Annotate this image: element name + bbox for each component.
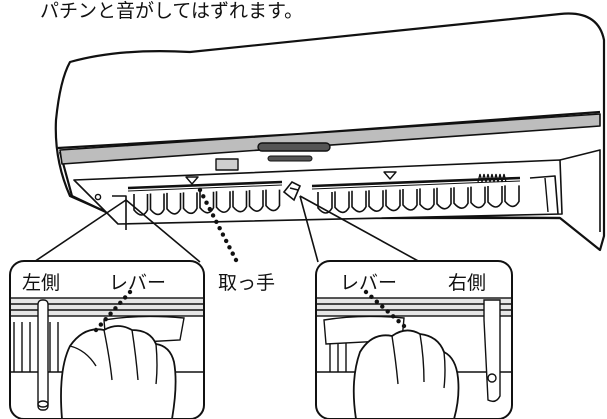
leader-dot — [118, 300, 123, 306]
lever-label-left: レバー — [109, 272, 166, 294]
leader-dot — [93, 327, 99, 333]
louver-cell — [470, 186, 486, 209]
louver-cell — [334, 191, 350, 214]
leader-dot — [363, 289, 369, 295]
louver-cell — [166, 192, 182, 215]
leader-dot — [210, 213, 216, 218]
leader-dot — [396, 318, 401, 324]
louver-cell — [215, 191, 231, 214]
louver-cell — [504, 185, 520, 208]
filter-louvers — [133, 185, 520, 216]
leader-dot — [122, 295, 128, 300]
louver-cell — [182, 192, 198, 215]
leader-dot — [204, 200, 209, 205]
louver-cell — [248, 190, 264, 212]
lever-label-right: レバー — [340, 272, 397, 294]
left-side-label: 左側 — [22, 272, 60, 294]
leader-dot — [390, 314, 396, 319]
spring-coil-icon — [477, 173, 507, 183]
louver-cell — [419, 188, 435, 211]
leader-dot — [385, 309, 390, 314]
handle-leader-dots — [197, 187, 239, 263]
lever-leader-dots-left — [93, 289, 133, 333]
louver-cell — [368, 190, 384, 212]
filter-handle — [282, 180, 302, 202]
callout-lines — [21, 195, 421, 271]
louver-cell — [351, 190, 367, 213]
right-inset: レバー 右側 — [315, 260, 513, 419]
leader-dot — [201, 194, 206, 199]
leader-dot — [374, 299, 380, 304]
louver-cell — [149, 193, 165, 216]
louver-cell — [232, 190, 248, 213]
leader-dot — [233, 257, 239, 263]
leader-dot — [127, 289, 133, 295]
louver-cell — [487, 186, 503, 208]
left-inset: 左側 レバー — [9, 260, 205, 419]
leader-dot — [369, 294, 374, 300]
leader-dot — [103, 316, 108, 322]
leader-dot — [98, 322, 104, 327]
leader-dot — [401, 323, 407, 329]
louver-cell — [265, 189, 281, 212]
louver-cell — [402, 189, 418, 211]
leader-dot — [217, 225, 222, 231]
leader-dot — [380, 304, 385, 309]
louver-cell — [436, 187, 452, 210]
louver-cell — [385, 189, 401, 212]
leader-dot — [197, 187, 203, 193]
leader-dot — [214, 219, 219, 225]
leader-dot — [207, 206, 213, 212]
leader-dot — [230, 251, 235, 256]
handle-label: 取っ手 — [218, 272, 275, 294]
leader-dot — [113, 306, 118, 311]
leader-dot — [227, 245, 232, 250]
leader-dot — [220, 232, 226, 237]
leader-dot — [223, 238, 229, 244]
louver-cell — [453, 187, 469, 209]
leader-dot — [108, 311, 113, 316]
lever-leader-dots-right — [363, 289, 407, 329]
right-side-label: 右側 — [448, 272, 486, 294]
caption-text: パチンと音がしてはずれます。 — [40, 0, 303, 22]
